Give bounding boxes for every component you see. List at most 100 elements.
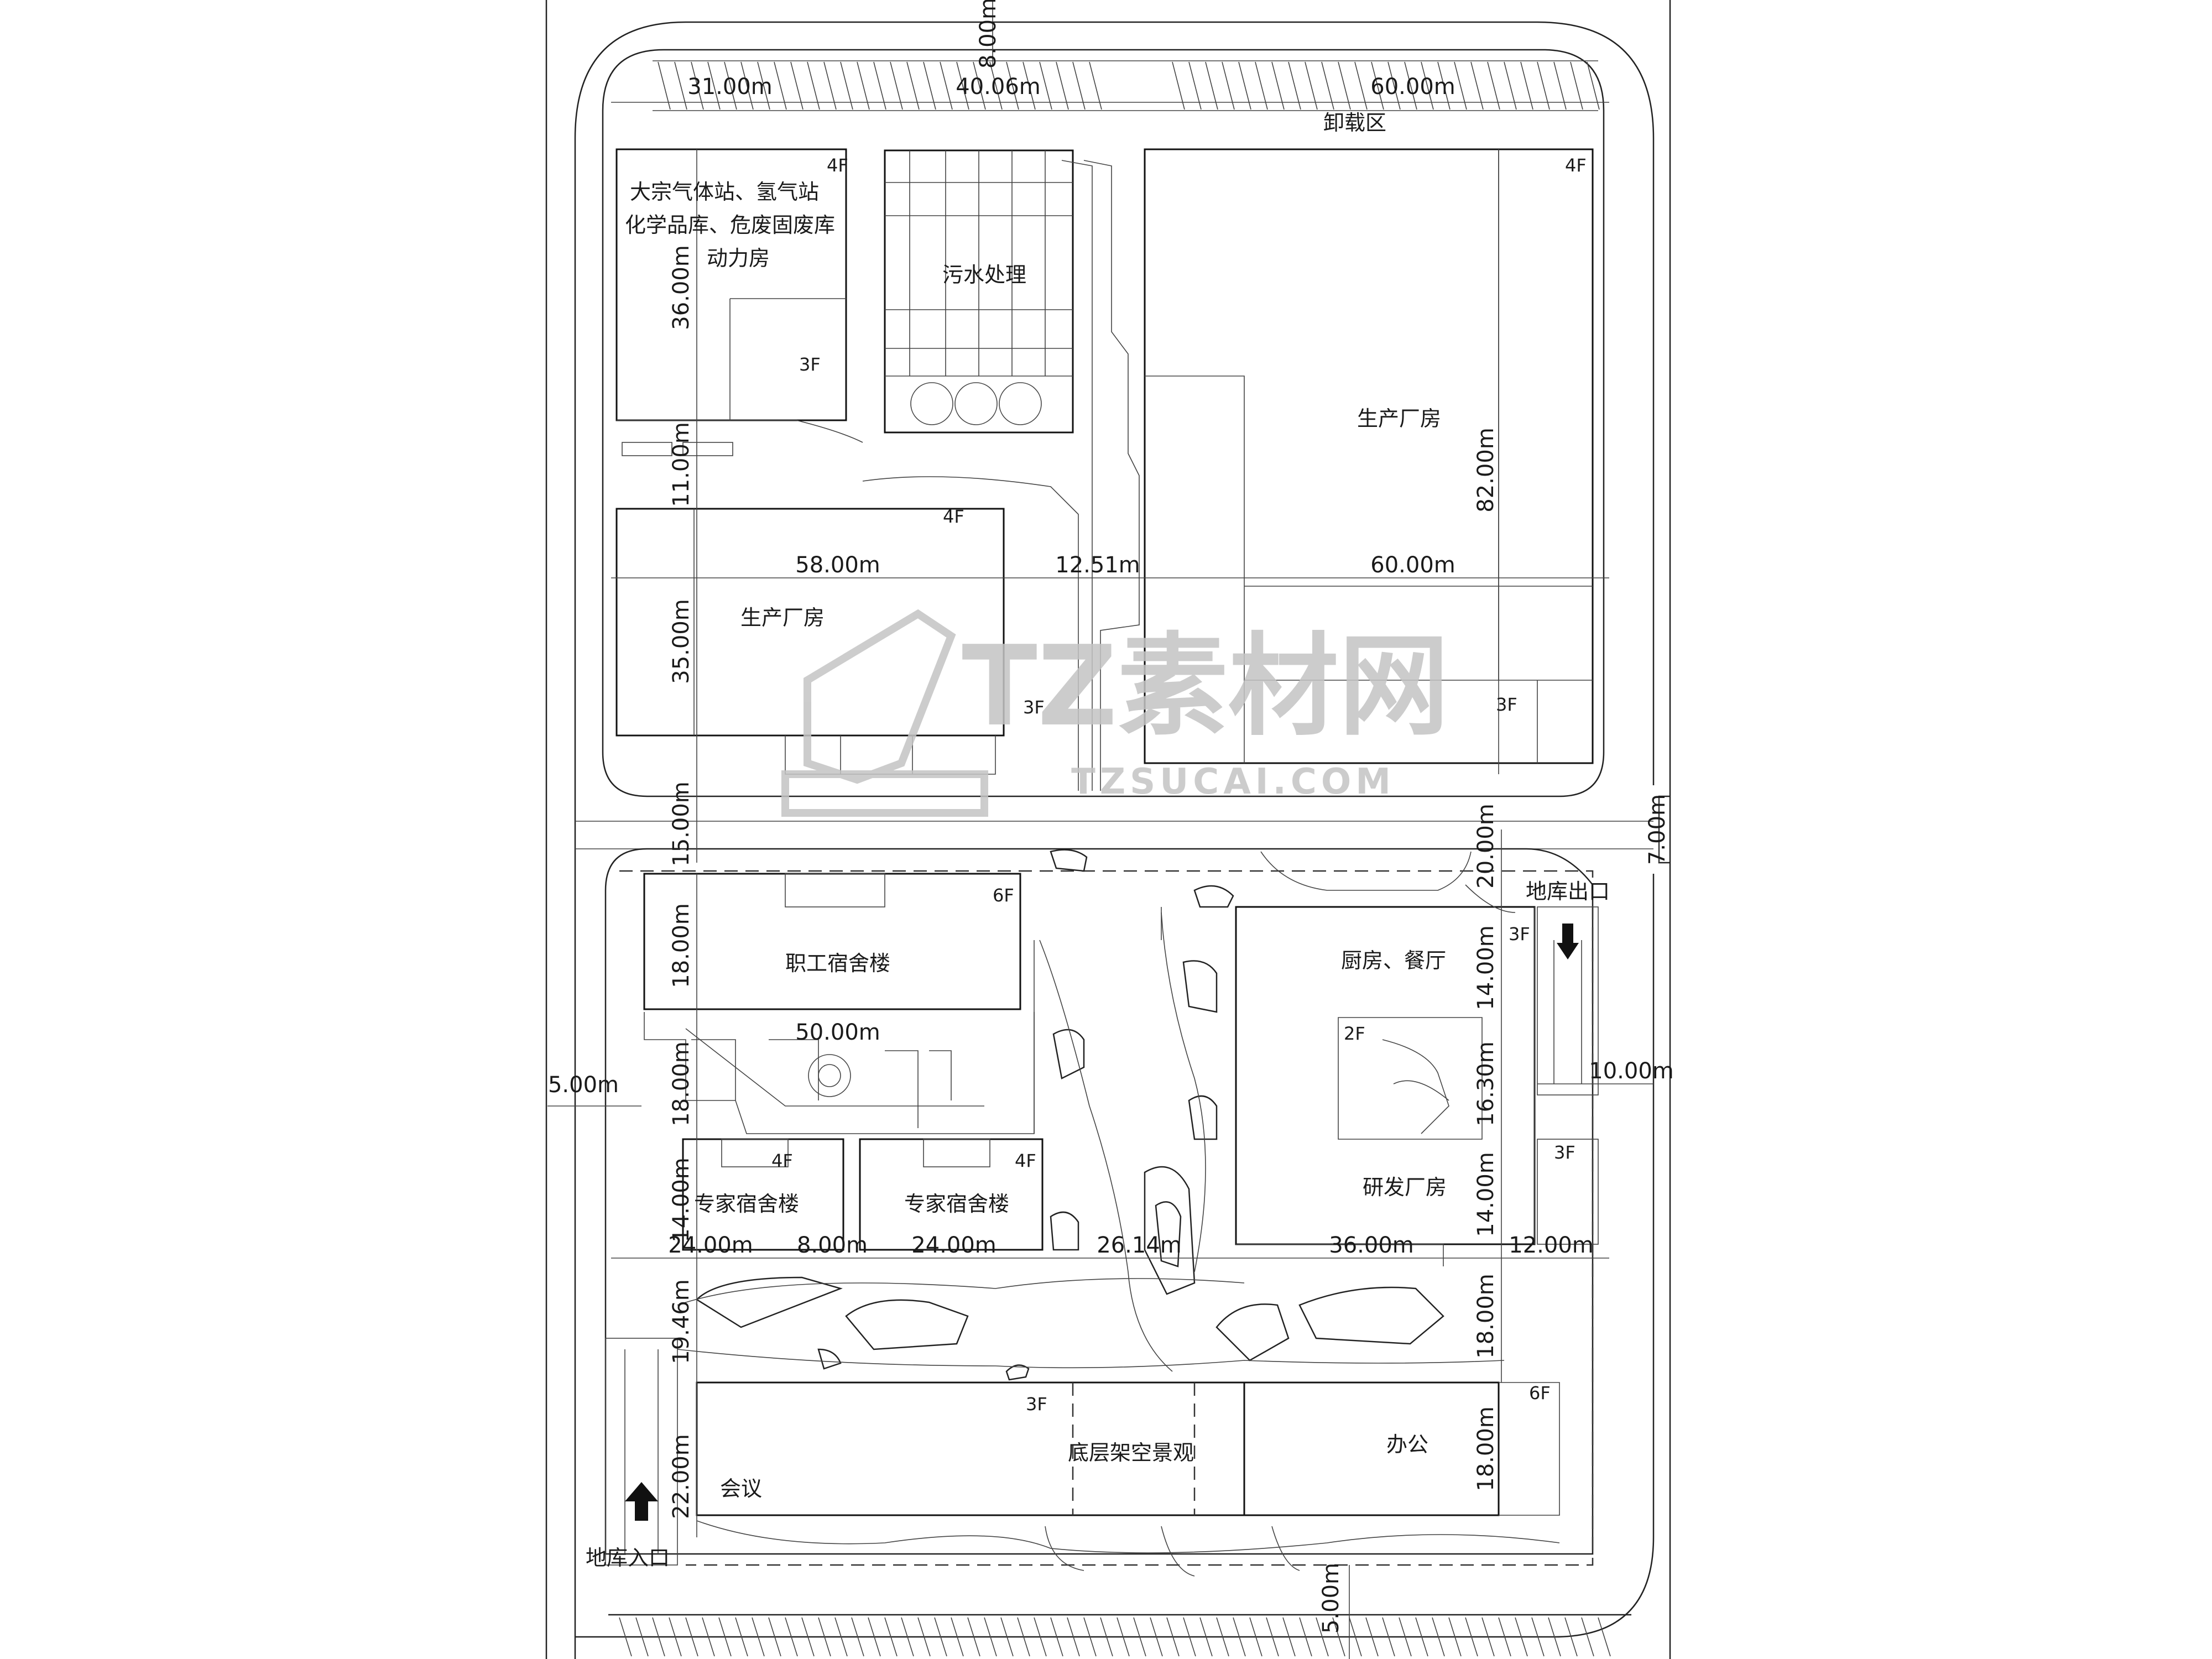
parking-stripe	[1570, 61, 1583, 110]
parking-stripe	[768, 1617, 781, 1657]
parking-stripe	[790, 61, 804, 110]
floor-label: 3F	[1023, 697, 1045, 718]
parking-stripe	[1531, 1617, 1545, 1657]
parking-stripe	[669, 1617, 682, 1657]
parking-stripe	[707, 61, 721, 110]
garage-ramp-west	[605, 1338, 678, 1566]
parking-stripe	[1349, 1617, 1362, 1657]
central-path	[862, 160, 1140, 791]
parking-stripe	[807, 61, 820, 110]
garage-ramp-east	[1537, 906, 1599, 1245]
dimension-labels: 31.00m 40.06m 60.00m 8.00m 36.00m 11.00m…	[548, 0, 1674, 1634]
parking-stripe	[1166, 1617, 1180, 1657]
dimension-label: 19.46m	[669, 1279, 694, 1364]
dimension-label: 11.00m	[669, 422, 694, 507]
meeting-label: 会议	[720, 1477, 762, 1501]
floor-label: 4F	[1565, 155, 1587, 176]
parking-stripe	[1305, 61, 1318, 110]
parking-stripe	[1587, 61, 1600, 110]
small-factory-label: 生产厂房	[740, 606, 825, 630]
rd-factory-label: 研发厂房	[1363, 1175, 1447, 1199]
dimension-label: 36.00m	[1329, 1233, 1413, 1258]
dimension-label: 18.00m	[1473, 1406, 1499, 1491]
dimension-label: 14.00m	[669, 1157, 694, 1242]
dimension-label: 40.06m	[956, 74, 1040, 100]
parking-stripe	[1006, 61, 1019, 110]
parking-stripe	[1399, 1617, 1412, 1657]
parking-stripe	[1072, 61, 1086, 110]
parking-stripe	[834, 1617, 848, 1657]
parking-stripe	[940, 61, 953, 110]
gas-station-label-2: 化学品库、危废固废库	[625, 213, 835, 237]
parking-stripe	[906, 61, 920, 110]
parking-stripe	[1481, 1617, 1495, 1657]
parking-stripe	[1100, 1617, 1113, 1657]
staff-dorm-building	[643, 873, 1021, 1010]
parking-stripe	[1067, 1617, 1080, 1657]
parking-stripe	[1017, 1617, 1030, 1657]
parking-stripe	[735, 1617, 748, 1657]
parking-stripe	[674, 61, 687, 110]
dimension-label: 5.00m	[1318, 1563, 1344, 1634]
floor-label: 2F	[1344, 1023, 1365, 1044]
parking-stripe	[873, 61, 886, 110]
parking-stripe	[752, 1617, 765, 1657]
unloading-area-label: 卸载区	[1323, 111, 1386, 135]
floor-label: 6F	[993, 885, 1014, 906]
parking-stripe	[1332, 1617, 1345, 1657]
parking-stripe	[1039, 61, 1052, 110]
parking-stripe	[840, 61, 853, 110]
expert-dorm-label-1: 专家宿舍楼	[694, 1192, 799, 1216]
parking-stripe	[890, 61, 903, 110]
dimension-lines	[547, 0, 1660, 1659]
parking-stripe	[1581, 1617, 1594, 1657]
parking-stripe	[1022, 61, 1036, 110]
parking-stripe	[685, 1617, 698, 1657]
dimension-label: 50.00m	[795, 1020, 880, 1045]
expert-dorm-label-2: 专家宿舍楼	[904, 1192, 1009, 1216]
landscape-features	[677, 849, 1560, 1577]
parking-stripe	[857, 61, 870, 110]
parking-stripe	[1465, 1617, 1478, 1657]
site-boundary	[545, 0, 1671, 1659]
parking-stripe	[658, 61, 671, 110]
parking-stripe	[652, 1617, 665, 1657]
parking-stripe	[1421, 61, 1434, 110]
parking-stripe	[1238, 61, 1251, 110]
garage-entrance-label: 地库入口	[586, 1546, 670, 1570]
parking-stripe	[973, 61, 986, 110]
dimension-label: 24.00m	[668, 1233, 753, 1258]
parking-stripe	[1498, 1617, 1511, 1657]
dimension-label: 18.00m	[669, 903, 694, 988]
parking-stripe	[951, 1617, 964, 1657]
parking-stripe	[823, 61, 837, 110]
parking-stripe	[967, 1617, 980, 1657]
south-main-building	[696, 1381, 1560, 1516]
parking-stripe	[923, 61, 936, 110]
parking-stripe	[1083, 1617, 1097, 1657]
dimension-label: 18.00m	[669, 1041, 694, 1126]
dimension-label: 8.00m	[975, 0, 1001, 69]
parking-stripe	[1454, 61, 1467, 110]
dimension-label: 82.00m	[1473, 427, 1499, 512]
dimension-label: 36.00m	[669, 245, 694, 330]
parking-stripe	[1299, 1617, 1312, 1657]
parking-stripe	[774, 61, 787, 110]
dimension-label: 8.00m	[797, 1233, 868, 1258]
dimension-label: 18.00m	[1473, 1274, 1499, 1358]
dimension-label: 22.00m	[669, 1434, 694, 1519]
parking-stripe	[1282, 1617, 1296, 1657]
parking-stripe	[702, 1617, 715, 1657]
parking-stripe	[868, 1617, 881, 1657]
main-factory-label: 生产厂房	[1357, 406, 1441, 431]
floor-label: 3F	[1026, 1394, 1047, 1415]
parking-stripe	[1150, 1617, 1163, 1657]
landscape-label: 底层架空景观	[1068, 1441, 1194, 1465]
kitchen-label: 厨房、餐厅	[1341, 948, 1446, 973]
parking-stripe	[1448, 1617, 1462, 1657]
parking-stripe	[1216, 1617, 1229, 1657]
parking-stripe	[1520, 61, 1533, 110]
dimension-label: 14.00m	[1473, 925, 1499, 1010]
floor-label: 3F	[1496, 694, 1517, 715]
dimension-label: 35.00m	[669, 599, 694, 684]
